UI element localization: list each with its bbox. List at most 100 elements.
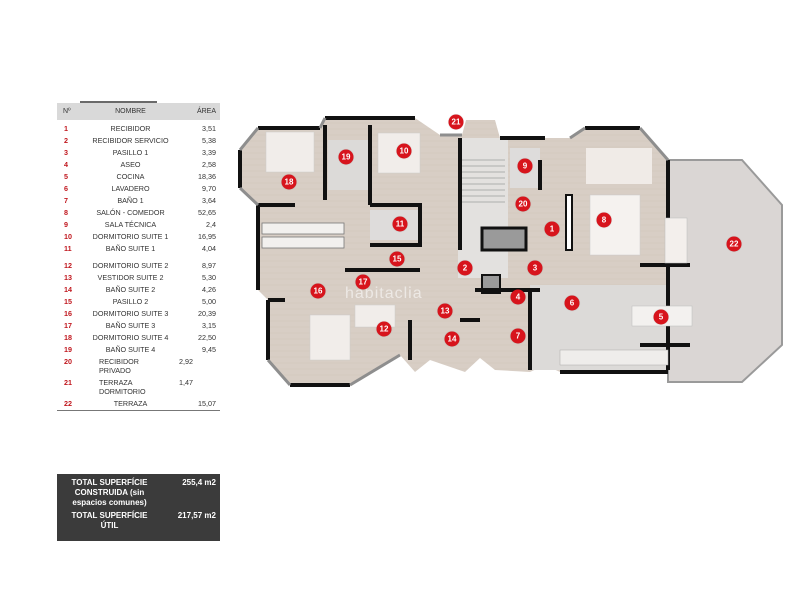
row-name: VESTIDOR SUITE 2 (97, 273, 164, 282)
row-area: 3,39 (202, 148, 216, 157)
tv-unit (565, 194, 573, 251)
row-name: TERRAZA DORMITORIO (99, 378, 146, 396)
row-number: 4 (64, 160, 68, 169)
row-name: TERRAZA (113, 399, 148, 408)
total-built-label: TOTAL SUPERFÍCIE CONSTRUIDA (sin espacio… (71, 478, 148, 507)
total-built-value: 255,4 m2 (182, 478, 216, 487)
window-frames (238, 117, 670, 387)
room-badge-4: 4 (510, 289, 526, 305)
header-area: ÁREA (196, 108, 216, 115)
row-name: SALÓN - COMEDOR (96, 208, 165, 217)
room-badge-16: 16 (310, 283, 326, 299)
stairs (462, 159, 505, 203)
walls (238, 116, 690, 387)
row-name: BAÑO SUITE 4 (105, 345, 156, 354)
terrace-22 (667, 159, 783, 383)
room-badge-19: 19 (338, 149, 354, 165)
row-name: ASEO (120, 160, 141, 169)
row-name: PASILLO 1 (112, 148, 149, 157)
row-number: 1 (64, 124, 68, 133)
row-number: 15 (64, 297, 72, 306)
table-row: 21 TERRAZA DORMITORIO 1,47 (57, 378, 220, 396)
row-number: 5 (64, 172, 68, 181)
row-number: 6 (64, 184, 68, 193)
room-badge-14: 14 (444, 331, 460, 347)
row-area: 15,07 (198, 399, 216, 408)
room-badge-20: 20 (515, 196, 531, 212)
total-built-row: TOTAL SUPERFÍCIE CONSTRUIDA (sin espacio… (57, 474, 220, 508)
room-badge-18: 18 (281, 174, 297, 190)
row-number: 16 (64, 309, 72, 318)
table-row: 7 BAÑO 1 3,64 (57, 196, 220, 205)
row-number: 3 (64, 148, 68, 157)
row-number: 20 (64, 357, 72, 366)
total-useful-label: TOTAL SUPERFÍCIE ÚTIL (71, 511, 148, 530)
row-number: 8 (64, 208, 68, 217)
row-number: 7 (64, 196, 68, 205)
table-row: 8 SALÓN - COMEDOR 52,65 (57, 208, 220, 217)
row-name: BAÑO SUITE 3 (105, 321, 156, 330)
room-badge-13: 13 (437, 303, 453, 319)
row-area: 9,70 (202, 184, 216, 193)
row-number: 19 (64, 345, 72, 354)
room-badge-9: 9 (517, 158, 533, 174)
bath-19-floor (328, 140, 368, 190)
row-name: SALA TÉCNICA (104, 220, 157, 229)
table-row: 20 RECIBIDOR PRIVADO 2,92 (57, 357, 220, 375)
table-row: 11 BAÑO SUITE 1 4,04 (57, 244, 220, 253)
wardrobe (261, 222, 345, 235)
bed-18 (265, 131, 315, 173)
bed-16 (309, 314, 351, 361)
row-area: 8,97 (202, 261, 216, 270)
row-area: 2,4 (206, 220, 216, 229)
room-badge-10: 10 (396, 143, 412, 159)
row-number: 9 (64, 220, 68, 229)
header-rule (80, 101, 157, 103)
watermark: habitaclia (345, 285, 423, 302)
row-name: RECIBIDOR SERVICIO (92, 136, 169, 145)
room-badge-8: 8 (596, 212, 612, 228)
row-area: 5,30 (202, 273, 216, 282)
row-area: 3,15 (202, 321, 216, 330)
row-name: BAÑO SUITE 1 (105, 244, 156, 253)
row-number: 21 (64, 378, 72, 387)
room-badge-1: 1 (544, 221, 560, 237)
kitchen-counter (559, 349, 669, 366)
row-number: 14 (64, 285, 72, 294)
row-area: 22,50 (198, 333, 216, 342)
room-badge-7: 7 (510, 328, 526, 344)
row-number: 11 (64, 244, 72, 253)
row-area: 18,36 (198, 172, 216, 181)
table-row: 22 TERRAZA 15,07 (57, 399, 220, 408)
room-badge-22: 22 (726, 236, 742, 252)
row-area: 9,45 (202, 345, 216, 354)
row-area: 52,65 (198, 208, 216, 217)
row-area: 1,47 (179, 378, 193, 387)
room-badge-17: 17 (355, 274, 371, 290)
row-name: RECIBIDOR PRIVADO (99, 357, 139, 375)
row-number: 22 (64, 399, 72, 408)
row-name: DORMITORIO SUITE 4 (92, 333, 169, 342)
row-area: 3,64 (202, 196, 216, 205)
row-area: 4,04 (202, 244, 216, 253)
row-area: 3,51 (202, 124, 216, 133)
row-area: 2,92 (179, 357, 193, 366)
room-badge-6: 6 (564, 295, 580, 311)
row-name: BAÑO 1 (117, 196, 144, 205)
row-number: 12 (64, 261, 72, 270)
table-row: 9 SALA TÉCNICA 2,4 (57, 220, 220, 229)
row-name: PASILLO 2 (112, 297, 149, 306)
row-name: BAÑO SUITE 2 (105, 285, 156, 294)
